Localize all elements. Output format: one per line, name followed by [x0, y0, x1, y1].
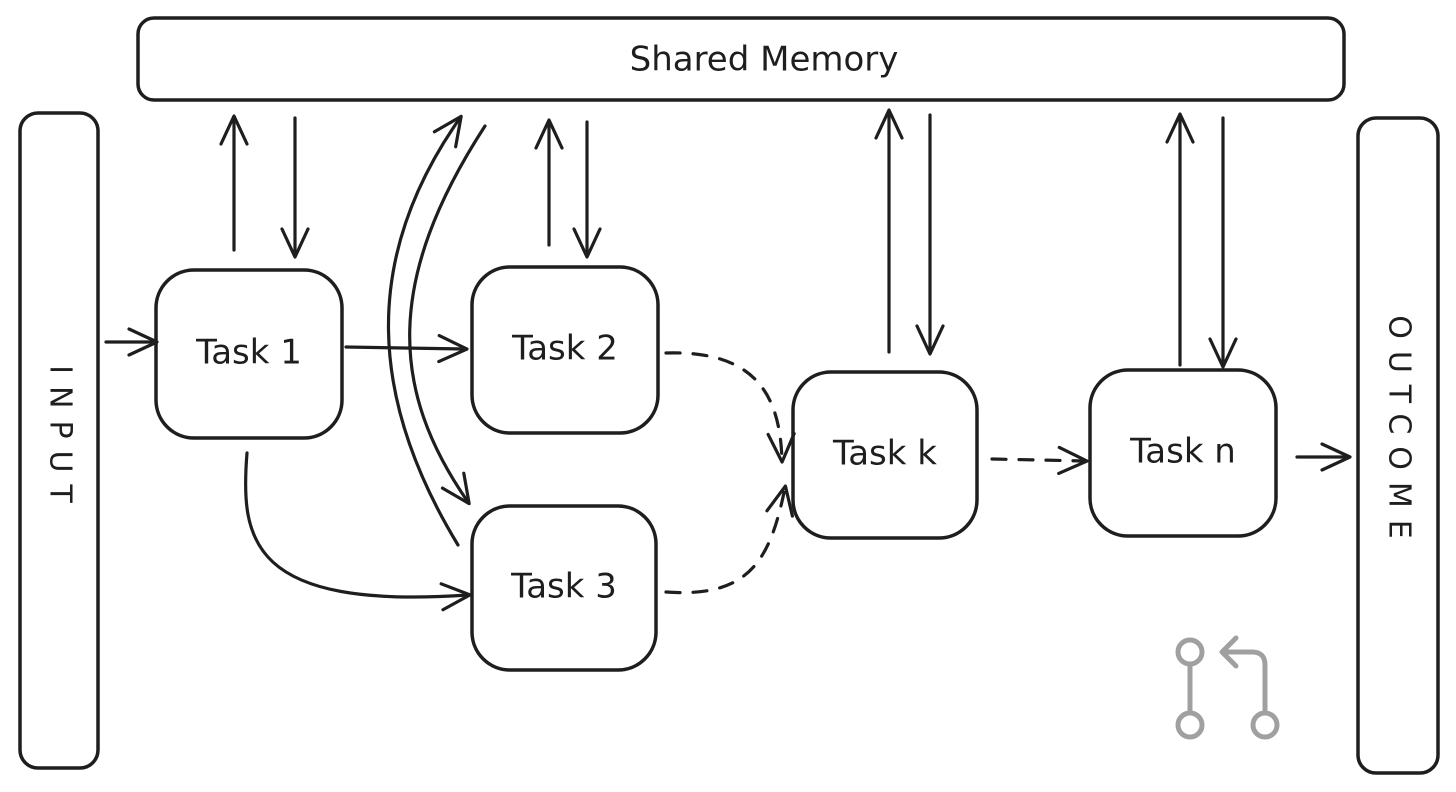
task-n-node: Task n: [1088, 368, 1278, 538]
task-n-label: Task n: [1129, 432, 1236, 472]
task-k-label: Task k: [832, 434, 937, 474]
shared-memory-label: Shared Memory: [630, 40, 899, 80]
task-2-node: Task 2: [470, 265, 660, 435]
task-2-label: Task 2: [511, 329, 618, 369]
task-1-node: Task 1: [154, 268, 344, 440]
shared-memory-bar: Shared Memory: [136, 16, 1346, 102]
outcome-label: OUTCOME: [1382, 315, 1417, 551]
input-column: INPUT: [18, 111, 100, 770]
memory-to-task3-curve: [408, 124, 487, 506]
task-3-node: Task 3: [470, 504, 658, 672]
task-3-label: Task 3: [510, 567, 617, 607]
task1-to-task2-arrow: [344, 333, 469, 364]
task2-to-taskk-arrow: [664, 351, 796, 464]
git-pull-request-icon: [1175, 635, 1280, 740]
task3-to-memory-curve: [386, 114, 463, 547]
outcome-column: OUTCOME: [1356, 116, 1440, 775]
taskk-to-taskn-arrow: [990, 445, 1089, 476]
task-1-label: Task 1: [195, 333, 302, 373]
input-label: INPUT: [43, 365, 78, 515]
task-k-node: Task k: [791, 370, 979, 540]
task1-to-task3-arrow: [244, 451, 472, 612]
memory-arrows: [219, 108, 1238, 369]
task3-to-taskk-arrow: [664, 484, 795, 595]
